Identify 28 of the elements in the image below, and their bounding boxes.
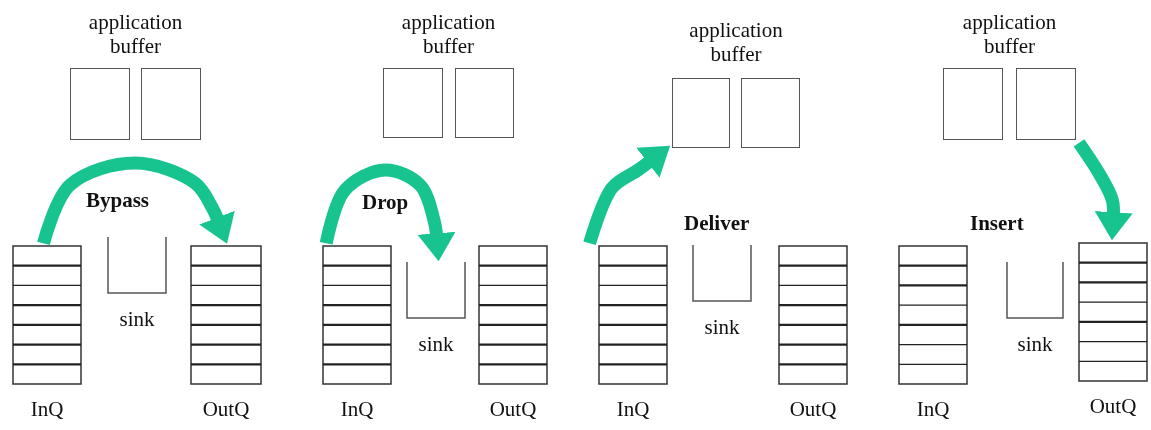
queue-label: InQ	[29, 397, 65, 421]
buffer-slot	[455, 68, 514, 138]
sink-label: sink	[1016, 332, 1054, 356]
buffer-slot	[741, 78, 800, 148]
queue-label: InQ	[615, 397, 651, 421]
buffer-label: application buffer	[400, 10, 497, 58]
buffer-slot	[141, 68, 201, 140]
buffer-slot	[1016, 68, 1076, 140]
queue-label: InQ	[915, 397, 951, 421]
queue-label: OutQ	[1088, 394, 1138, 418]
buffer-slot	[943, 68, 1003, 140]
buffer-label: application buffer	[688, 18, 784, 66]
queue-label: InQ	[339, 397, 375, 421]
sink-label: sink	[417, 332, 455, 356]
buffer-label: application buffer	[87, 10, 184, 58]
sink-label: sink	[703, 315, 741, 339]
curved-arrow	[37, 156, 235, 246]
curved-arrow	[1073, 139, 1133, 241]
sink-label: sink	[118, 307, 156, 331]
queue-label: OutQ	[201, 397, 251, 421]
buffer-slot	[70, 68, 130, 140]
buffer-label: application buffer	[961, 10, 1058, 58]
queue-label: OutQ	[488, 397, 538, 421]
buffer-slot	[672, 78, 730, 148]
buffer-slot	[383, 68, 443, 138]
queue-label: OutQ	[788, 397, 838, 421]
curved-arrow	[583, 145, 671, 246]
curved-arrow	[319, 163, 456, 262]
